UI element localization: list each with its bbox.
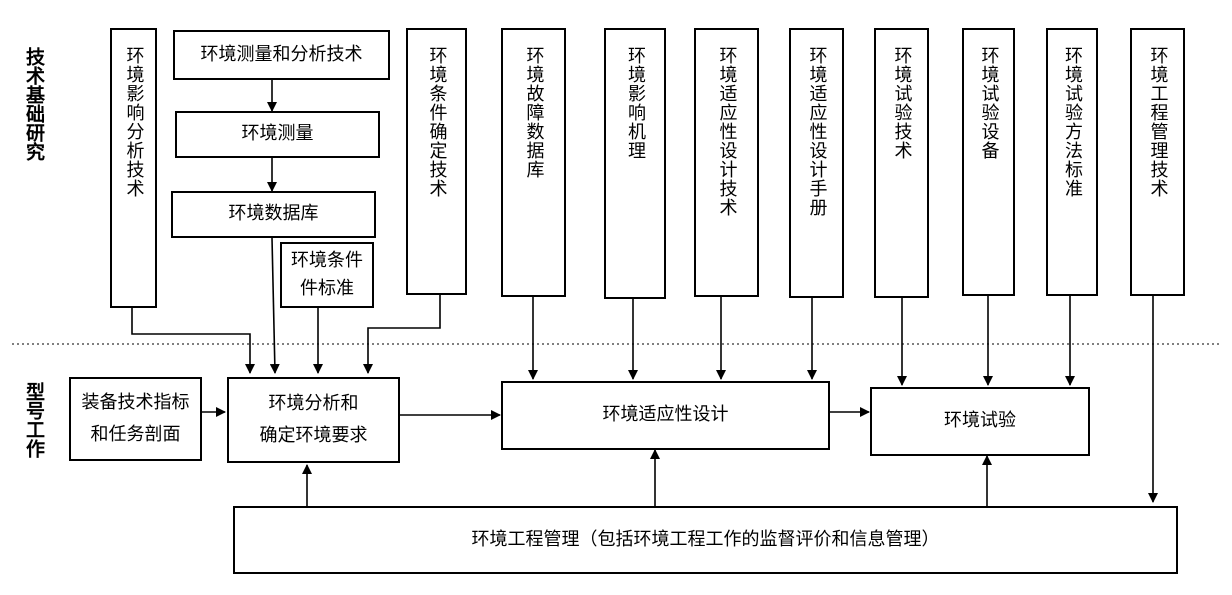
env-test-box: 环境试验 [870, 387, 1090, 456]
research-impact-mechanism-label: 环境影响机理 [625, 46, 646, 160]
condition-std-label: 环境条件 件标准 [291, 250, 363, 299]
side-label-research: 技术基础研究 [23, 47, 45, 161]
measure-analysis-label: 环境测量和分析技术 [200, 43, 363, 65]
side-label-model: 型号工作 [23, 382, 45, 458]
arrow-impact-to-analysis [131, 308, 255, 374]
env-analysis-box: 环境分析和 确定环境要求 [227, 377, 400, 463]
research-impact-mechanism: 环境影响机理 [604, 28, 666, 299]
research-test-method-std: 环境试验方法标准 [1046, 28, 1098, 296]
adapt-design-box: 环境适应性设计 [501, 381, 830, 450]
research-eng-mgmt-tech: 环境工程管理技术 [1130, 28, 1185, 296]
research-adapt-manual: 环境适应性设计手册 [789, 28, 844, 298]
research-adapt-manual-label: 环境适应性设计手册 [806, 46, 828, 217]
research-condition-tech: 环境条件确定技术 [406, 28, 467, 295]
research-failure-db: 环境故障数据库 [501, 28, 566, 297]
research-adapt-design-tech: 环境适应性设计技术 [694, 28, 759, 297]
equipment-specs-box: 装备技术指标 和任务剖面 [69, 377, 202, 461]
research-adapt-design-tech-label: 环境适应性设计技术 [716, 46, 738, 217]
env-analysis-label: 环境分析和 确定环境要求 [259, 392, 368, 446]
research-failure-db-label: 环境故障数据库 [523, 46, 545, 179]
adapt-design-label: 环境适应性设计 [602, 404, 729, 426]
database-label: 环境数据库 [228, 203, 319, 225]
research-impact-analysis: 环境影响分析技术 [110, 28, 157, 308]
research-test-tech-label: 环境试验技术 [891, 46, 913, 160]
arrow-database-to-analysis [269, 237, 280, 374]
research-test-equipment: 环境试验设备 [962, 28, 1015, 296]
measurement-box: 环境测量 [175, 111, 380, 158]
equipment-specs-label: 装备技术指标 和任务剖面 [81, 391, 190, 445]
research-test-equipment-label: 环境试验设备 [978, 46, 1000, 160]
research-eng-mgmt-tech-label: 环境工程管理技术 [1147, 46, 1169, 198]
mgmt-label: 环境工程管理（包括环境工程工作的监督评价和信息管理） [471, 528, 940, 550]
measurement-label: 环境测量 [241, 123, 314, 145]
research-condition-tech-label: 环境条件确定技术 [426, 46, 448, 198]
research-impact-analysis-label: 环境影响分析技术 [123, 46, 145, 198]
arrow-condtech-to-analysis [363, 295, 441, 374]
condition-std-box: 环境条件 件标准 [280, 242, 374, 308]
mgmt-box: 环境工程管理（包括环境工程工作的监督评价和信息管理） [233, 506, 1178, 574]
env-test-label: 环境试验 [944, 410, 1016, 432]
research-test-method-std-label: 环境试验方法标准 [1062, 46, 1083, 198]
research-test-tech: 环境试验技术 [874, 28, 929, 298]
measure-analysis-box: 环境测量和分析技术 [173, 30, 390, 80]
database-box: 环境数据库 [171, 191, 376, 238]
